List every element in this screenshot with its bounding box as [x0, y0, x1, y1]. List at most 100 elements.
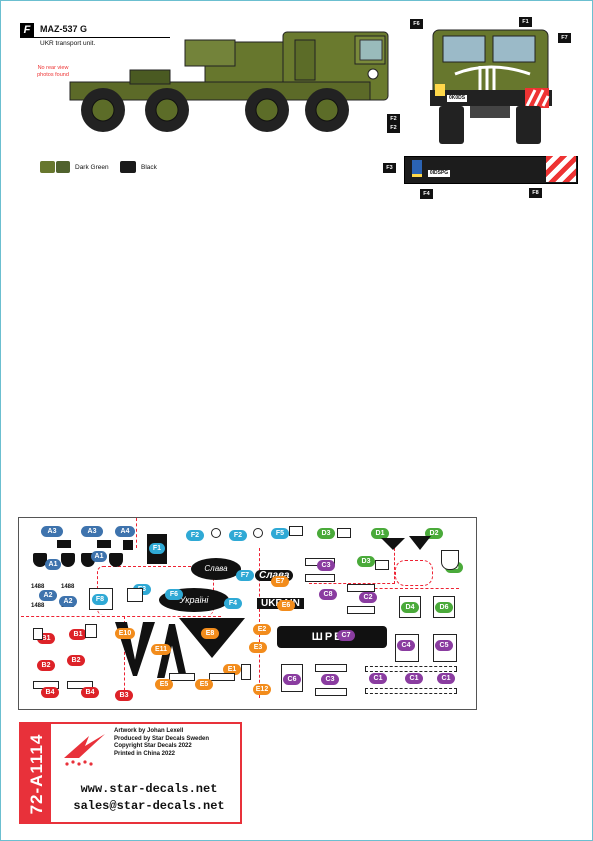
decal-e1: [241, 664, 251, 680]
credit-line: Produced by Star Decals Sweden: [114, 735, 210, 742]
decal-sheet: A3 A3 A4 A1 A1 1488 1488 1488 1488 A2 A2…: [18, 517, 477, 710]
decal-e5: [169, 673, 195, 681]
label-c3: C3: [321, 674, 339, 685]
title-rule: [20, 37, 170, 38]
callout-f2: F2: [387, 114, 400, 124]
callout-f4: F4: [420, 189, 433, 199]
cut-line: [136, 518, 137, 548]
label-c8: C8: [319, 589, 337, 600]
label-e11: E11: [151, 644, 171, 655]
cut-line: [21, 616, 221, 617]
label-c2: C2: [359, 592, 377, 603]
vehicle-subtitle: UKR transport unit.: [40, 40, 96, 47]
label-f4: F4: [224, 598, 242, 609]
callout-f7: F7: [558, 33, 571, 43]
label-c1: C1: [437, 673, 455, 684]
decal-d2: [409, 536, 431, 550]
number-decal: 1488: [61, 584, 75, 590]
decal-f2: [253, 528, 263, 538]
label-d6: D6: [435, 602, 453, 613]
decal-d3: [375, 560, 389, 570]
callout-f6: F6: [410, 19, 423, 29]
decal-shield: [109, 553, 123, 567]
callout-f3: F3: [383, 163, 396, 173]
label-c3: C3: [317, 560, 335, 571]
label-e6: E6: [277, 600, 295, 611]
decal-f2: [211, 528, 221, 538]
label-e12: E12: [253, 684, 271, 695]
label-a3: A3: [81, 526, 103, 537]
number-decal: 1488: [31, 584, 45, 590]
label-a1: A1: [45, 559, 61, 570]
label-f5: F5: [271, 528, 289, 539]
label-a1: A1: [91, 551, 107, 562]
truck-front-view: [430, 29, 552, 144]
label-a3: A3: [41, 526, 63, 537]
label-c4: C4: [397, 640, 415, 651]
label-a2: A2: [59, 596, 77, 607]
decal-b1: [33, 628, 43, 640]
front-plate: 0K0DS: [446, 94, 468, 103]
decal-d3: [337, 528, 351, 538]
label-f8: F8: [92, 594, 108, 605]
decal-c1-strip: [365, 688, 457, 694]
decal-f5: [289, 526, 303, 536]
label-f7: F7: [236, 570, 254, 581]
decal-c3: [305, 574, 335, 582]
decal-e5: [209, 673, 235, 681]
label-e8: E8: [201, 628, 219, 639]
swatch-dark-green-2: [56, 161, 70, 173]
hazard-stripes: [546, 156, 576, 182]
decal-slava: Слава: [191, 558, 241, 580]
credit-line: Copyright Star Decals 2022: [114, 743, 192, 749]
rear-plate: 0IDSPG: [428, 170, 450, 177]
decal-shield: [61, 553, 75, 567]
label-c7: C7: [337, 630, 355, 641]
label-c6: C6: [283, 674, 301, 685]
cut-line: [309, 548, 395, 584]
label-e3: E3: [249, 642, 267, 653]
product-code: 72-A1114: [27, 733, 46, 815]
label-c5: C5: [435, 640, 453, 651]
label-e2: E2: [253, 624, 271, 635]
credits: Artwork by Johan Lexell Produced by Star…: [114, 728, 209, 758]
label-d2: D2: [425, 528, 443, 539]
label-e10: E10: [115, 628, 135, 639]
brand-panel: 72-A1114 Artwork by Johan Lexell Produce…: [19, 722, 242, 824]
credit-line: Printed in China 2022: [114, 750, 176, 757]
decal-shield: [33, 553, 47, 567]
decal-f3: [127, 588, 143, 602]
decal-c4: [395, 634, 419, 662]
label-e5: E5: [195, 679, 213, 690]
decal-b1: [85, 624, 97, 638]
decal-slogan: ШРЕК: [277, 626, 387, 648]
swatch-dark-green-1: [40, 161, 55, 173]
label-f2: F2: [186, 530, 204, 541]
label-d3: D3: [357, 556, 375, 567]
rear-view-note: No rear view photos found: [37, 65, 69, 78]
cut-line: [395, 560, 433, 586]
decal-c2: [347, 584, 375, 592]
website-link[interactable]: www.star-decals.net: [80, 782, 218, 796]
label-b4: B4: [41, 687, 59, 698]
decal-a4: [123, 540, 133, 550]
email-link[interactable]: sales@star-decals.net: [73, 799, 225, 813]
decal-c1-strip: [365, 666, 457, 672]
label-b2: B2: [37, 660, 55, 671]
label-d1: D1: [371, 528, 389, 539]
legend-dark-green: Dark Green: [75, 164, 109, 171]
decal-d5: [441, 550, 459, 570]
label-e1: E1: [223, 664, 241, 675]
label-f2: F2: [229, 530, 247, 541]
label-e7: E7: [271, 576, 289, 587]
label-b1: B1: [69, 629, 87, 640]
decal-c3: [315, 664, 347, 672]
label-f1: F1: [149, 543, 165, 554]
label-a2: A2: [39, 590, 57, 601]
label-b1: B1: [37, 633, 55, 644]
decal-b4: [67, 681, 93, 689]
cut-line: [259, 548, 305, 698]
decal-a3: [97, 540, 111, 548]
credit-line: Artwork by Johan Lexell: [114, 728, 184, 734]
label-c1: C1: [369, 673, 387, 684]
